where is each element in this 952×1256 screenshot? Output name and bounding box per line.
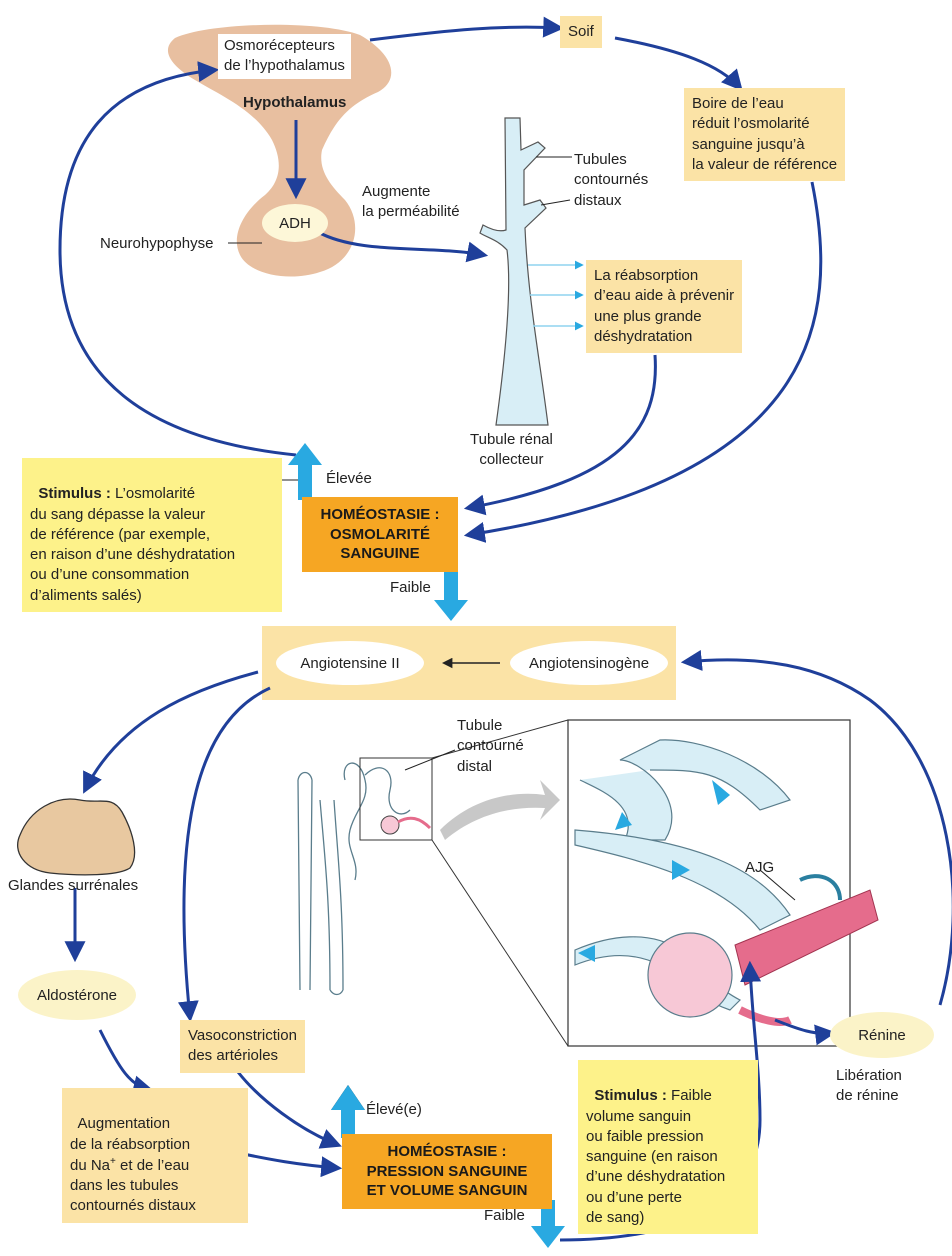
angiotensinogene-label: Angiotensinogène — [529, 655, 649, 672]
stimulus-bold: Stimulus : — [38, 485, 111, 502]
nephron-small — [298, 763, 410, 994]
homeostasis-pressure-box: HOMÉOSTASIE : PRESSION SANGUINE ET VOLUM… — [342, 1134, 552, 1209]
stimulus-text-2: Faible volume sanguin ou faible pression… — [586, 1087, 725, 1226]
angiotensine2-label: Angiotensine II — [300, 655, 399, 672]
adrenal-gland-shape — [18, 799, 135, 875]
neurohypophyse-label: Neurohypophyse — [100, 234, 213, 254]
renine-ellipse: Rénine — [830, 1012, 934, 1058]
reabsorption-box: La réabsorption d’eau aide à prévenir un… — [586, 260, 742, 353]
stimulus-osmolarity-box: Stimulus : L’osmolarité du sang dépasse … — [22, 458, 282, 612]
elevee-label-2: Élevé(e) — [366, 1100, 422, 1120]
stimulus-pressure-box: Stimulus : Faible volume sanguin ou faib… — [578, 1060, 758, 1234]
tubules-distaux-label: Tubules contournés distaux — [574, 150, 648, 211]
collecting-tubule-shape — [480, 118, 548, 425]
hypothalamus-label: Hypothalamus — [243, 93, 346, 113]
renine-label: Rénine — [858, 1027, 906, 1044]
augmente-label: Augmente la perméabilité — [362, 182, 460, 223]
faible-label-bottom: Faible — [484, 1206, 525, 1226]
stimulus-bold-2: Stimulus : — [594, 1087, 667, 1104]
osmoreceptors-label: Osmorécepteurs de l’hypothalamus — [218, 34, 351, 79]
tubule-distal-label: Tubule contourné distal — [457, 716, 524, 777]
homeostasis-osmolarity-box: HOMÉOSTASIE : OSMOLARITÉ SANGUINE — [302, 497, 458, 572]
faible-label-top: Faible — [390, 578, 431, 598]
augmentation-box: Augmentation de la réabsorption du Na+ e… — [62, 1088, 248, 1223]
soif-box: Soif — [560, 16, 602, 48]
elevee-label: Élevée — [326, 469, 372, 489]
adh-label: ADH — [279, 215, 311, 232]
glandes-label: Glandes surrénales — [8, 876, 138, 896]
boire-box: Boire de l’eau réduit l’osmolarité sangu… — [684, 88, 845, 181]
liberation-label: Libération de rénine — [836, 1066, 902, 1107]
tubule-collecteur-label: Tubule rénal collecteur — [470, 430, 553, 471]
angiotensine2-ellipse: Angiotensine II — [276, 641, 424, 685]
vasoconstriction-box: Vasoconstriction des artérioles — [180, 1020, 305, 1073]
adh-ellipse: ADH — [262, 204, 328, 242]
angiotensinogene-ellipse: Angiotensinogène — [510, 641, 668, 685]
aldosterone-label: Aldostérone — [37, 987, 117, 1004]
aldosterone-ellipse: Aldostérone — [18, 970, 136, 1020]
stimulus-text: L’osmolarité du sang dépasse la valeur d… — [30, 485, 235, 603]
ajg-label: AJG — [745, 858, 774, 878]
